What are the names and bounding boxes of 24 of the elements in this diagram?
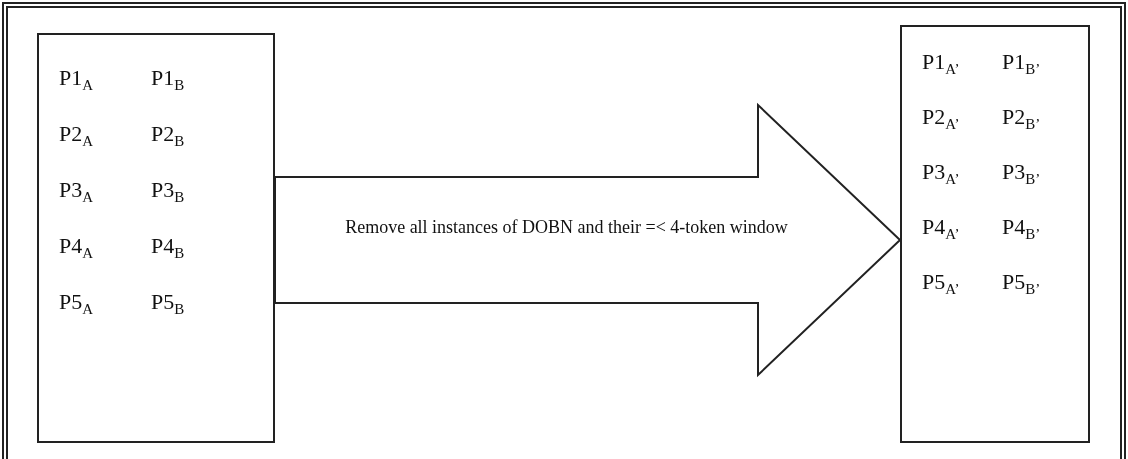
text-label: P5$_{B’}$ — [1002, 269, 1041, 300]
text-label: P3$_{A}$ — [59, 177, 94, 208]
text-label: P1$_{B}$ — [151, 65, 185, 96]
list-box — [37, 33, 275, 443]
text-label: P2$_{A}$ — [59, 121, 94, 152]
list-box — [900, 25, 1090, 443]
text-label: P1$_{A’}$ — [922, 49, 960, 80]
text-label: P3$_{B}$ — [151, 177, 185, 208]
edge-label: Remove all instances of DOBN and their =< 4-token window — [345, 216, 788, 238]
text-label: P3$_{B’}$ — [1002, 159, 1041, 190]
text-label: P2$_{A’}$ — [922, 104, 960, 135]
text-label: P1$_{A}$ — [59, 65, 94, 96]
text-label: P4$_{A}$ — [59, 233, 94, 264]
text-label: P4$_{B’}$ — [1002, 214, 1041, 245]
text-label: P4$_{A’}$ — [922, 214, 960, 245]
text-label: P2$_{B}$ — [151, 121, 185, 152]
text-label: P5$_{A}$ — [59, 289, 94, 320]
text-label: P1$_{B’}$ — [1002, 49, 1041, 80]
text-label: P4$_{B}$ — [151, 233, 185, 264]
block-arrow — [274, 102, 902, 378]
text-label: P5$_{A’}$ — [922, 269, 960, 300]
text-label: P5$_{B}$ — [151, 289, 185, 320]
text-label: P3$_{A’}$ — [922, 159, 960, 190]
text-label: P2$_{B’}$ — [1002, 104, 1041, 135]
